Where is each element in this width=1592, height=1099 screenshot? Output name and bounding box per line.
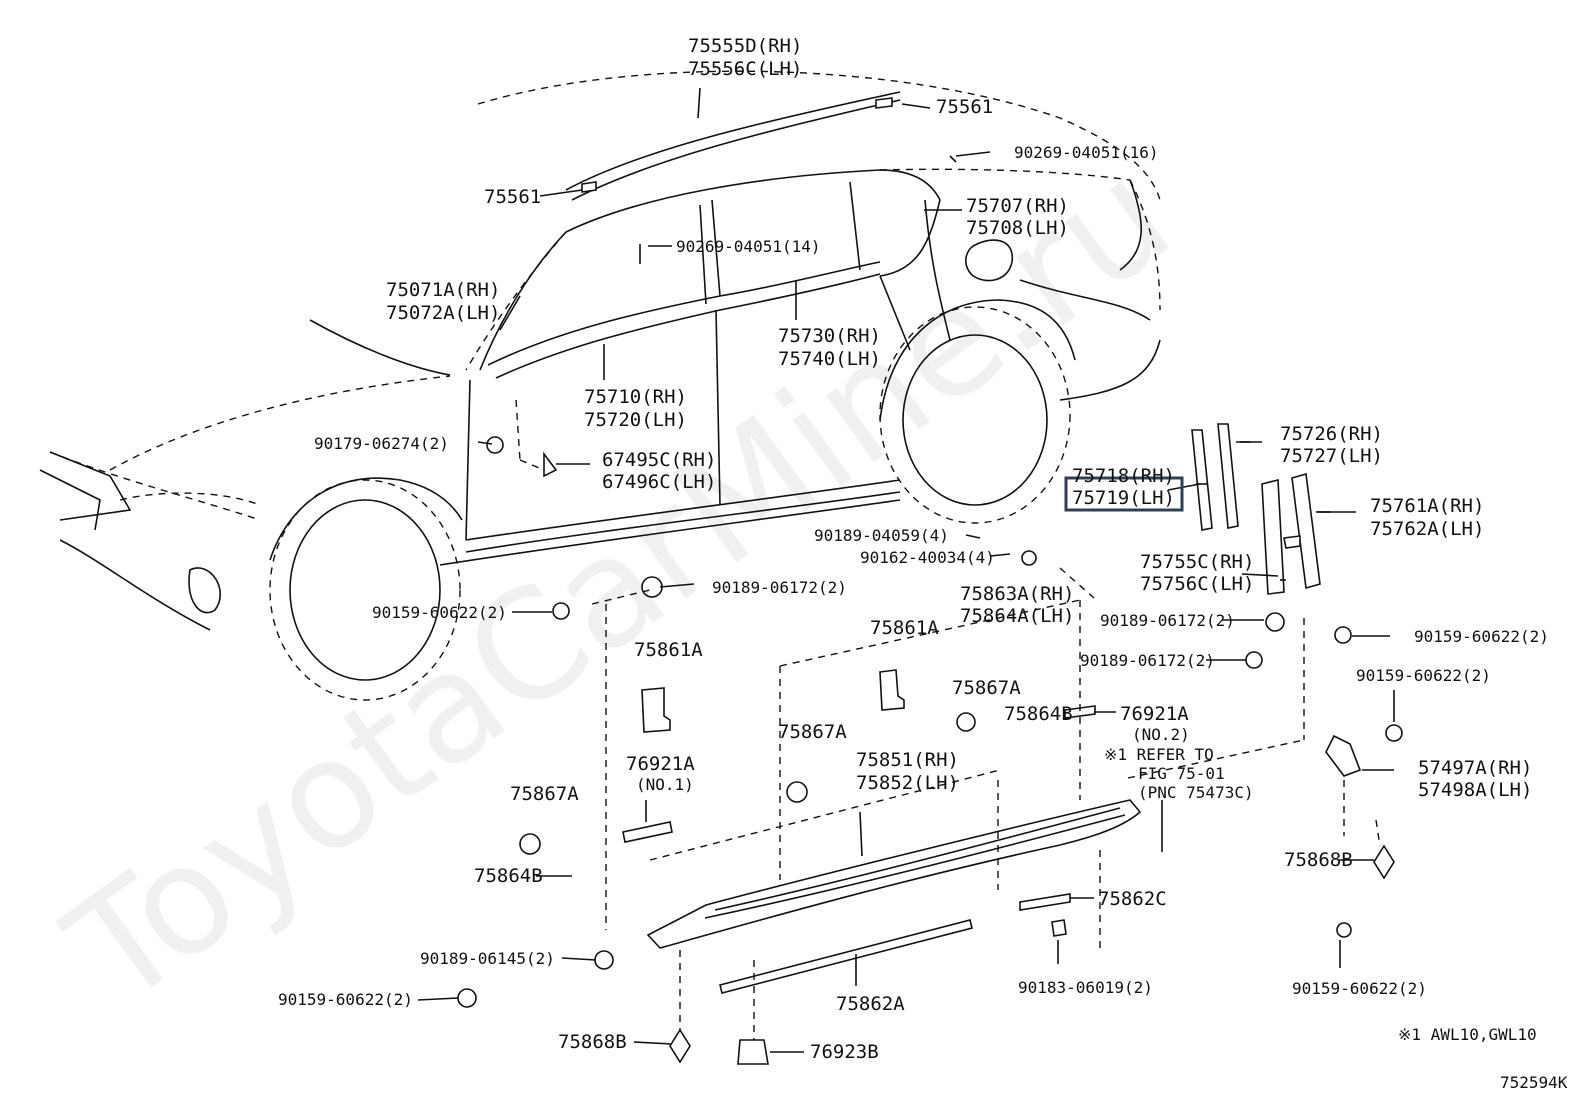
label-75867a-right[interactable]: 75867A [952,677,1021,699]
label-90189-06172-c[interactable]: 90189-06172(2) [1080,651,1215,670]
label-75708[interactable]: 75708(LH) [966,217,1069,239]
car-outline [39,70,1161,631]
label-75861a-mid[interactable]: 75861A [870,617,939,639]
label-75864b-left[interactable]: 75864B [474,865,543,887]
front-wheel [269,477,463,701]
label-90189-06172-a[interactable]: 90189-06172(2) [712,578,847,597]
label-90159-c[interactable]: 90159-60622(2) [1356,666,1491,685]
clips-and-fasteners [457,97,1403,1065]
rear-wheel [879,299,1076,524]
label-76921a-no2[interactable]: 76921A [1120,703,1189,725]
label-refer-line3: (PNC 75473C) [1138,783,1254,802]
label-75561-top[interactable]: 75561 [936,96,993,118]
pillar-garnish-group [1191,423,1330,595]
label-no2: (NO.2) [1132,725,1190,744]
label-90269-16[interactable]: 90269-04051(16) [1014,143,1159,162]
assembly-guides [515,399,1381,1040]
label-76921a-no1[interactable]: 76921A [626,753,695,775]
label-90159-d[interactable]: 90159-60622(2) [278,990,413,1009]
label-75707[interactable]: 75707(RH) [966,195,1069,217]
label-57497a[interactable]: 57497A(RH) [1418,757,1532,779]
label-75726[interactable]: 75726(RH) [1280,423,1383,445]
label-90189-06145[interactable]: 90189-06145(2) [420,949,555,968]
label-75861a-left[interactable]: 75861A [634,639,703,661]
label-75720[interactable]: 75720(LH) [584,409,687,431]
label-90269-14[interactable]: 90269-04051(14) [676,237,821,256]
label-75755c[interactable]: 75755C(RH) [1140,551,1254,573]
label-90179[interactable]: 90179-06274(2) [314,434,449,453]
label-75718[interactable]: 75718(RH) [1072,465,1175,487]
label-75071a[interactable]: 75071A(RH) [386,279,500,301]
label-90162[interactable]: 90162-40034(4) [860,548,995,567]
label-75710[interactable]: 75710(RH) [584,386,687,408]
label-75851[interactable]: 75851(RH) [856,749,959,771]
label-90189-06172-b[interactable]: 90189-06172(2) [1100,611,1235,630]
label-90159-e[interactable]: 90159-60622(2) [1292,979,1427,998]
label-75072a[interactable]: 75072A(LH) [386,302,500,324]
label-90159-a[interactable]: 90159-60622(2) [372,603,507,622]
label-75730[interactable]: 75730(RH) [778,325,881,347]
label-no1: (NO.1) [636,775,694,794]
label-75867a-left[interactable]: 75867A [510,783,579,805]
label-75862c[interactable]: 75862C [1098,888,1167,910]
label-90159-b[interactable]: 90159-60622(2) [1414,627,1549,646]
label-57498a[interactable]: 57498A(LH) [1418,779,1532,801]
label-75561-left[interactable]: 75561 [484,186,541,208]
label-90189-04059[interactable]: 90189-04059(4) [814,526,949,545]
leader-lines [417,87,1395,1053]
label-75727[interactable]: 75727(LH) [1280,445,1383,467]
label-75868b-right[interactable]: 75868B [1284,849,1353,871]
label-75555d[interactable]: 75555D(RH) [688,35,802,57]
label-67495c[interactable]: 67495C(RH) [602,449,716,471]
label-75761a[interactable]: 75761A(RH) [1370,495,1484,517]
label-75863a[interactable]: 75863A(RH) [960,583,1074,605]
label-75740[interactable]: 75740(LH) [778,348,881,370]
label-75864b-right[interactable]: 75864B [1004,703,1073,725]
label-75868b-bottom[interactable]: 75868B [558,1031,627,1053]
label-75762a[interactable]: 75762A(LH) [1370,518,1484,540]
label-90183[interactable]: 90183-06019(2) [1018,978,1153,997]
label-refer-line2: FIG 75-01 [1138,764,1225,783]
rocker-moulding [622,705,1142,994]
label-75756c[interactable]: 75756C(LH) [1140,573,1254,595]
label-75852[interactable]: 75852(LH) [856,772,959,794]
label-75864a[interactable]: 75864A(LH) [960,605,1074,627]
label-75862a[interactable]: 75862A [836,993,905,1015]
label-refer-line1: ※1 REFER TO [1104,745,1214,764]
highlight-box [1064,476,1184,512]
label-75556c[interactable]: 75556C(LH) [688,58,802,80]
label-75719[interactable]: 75719(LH) [1072,487,1175,509]
part-labels: 75555D(RH) 75556C(LH) 75561 90269-04051(… [278,35,1568,1092]
label-76923b[interactable]: 76923B [810,1041,879,1063]
figure-number: 752594K [1500,1073,1568,1092]
label-67496c[interactable]: 67496C(LH) [602,471,716,493]
label-75867a-mid[interactable]: 75867A [778,721,847,743]
footnote: ※1 AWL10,GWL10 [1398,1025,1537,1044]
